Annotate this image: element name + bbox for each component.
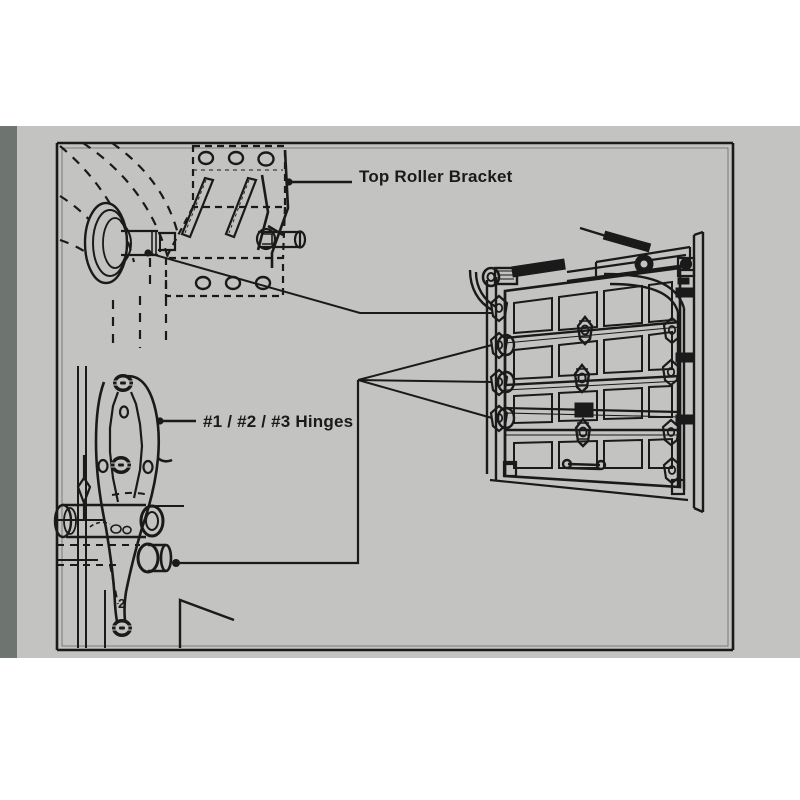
door-right-curved-track — [603, 272, 686, 490]
door-track-brackets — [675, 277, 695, 425]
bracket-body-edge — [256, 149, 290, 268]
bracket-to-door-leader — [144, 249, 492, 314]
hinge-hidden-outline — [57, 491, 153, 605]
garage-door-assembly — [468, 226, 705, 514]
label-top-roller-bracket: Top Roller Bracket — [359, 167, 513, 186]
bracket-top-flange-holes — [197, 150, 275, 167]
hinge-barrel-eyes — [139, 504, 184, 538]
door-right-jamb — [692, 230, 705, 514]
door-horizontal-track — [566, 245, 692, 283]
door-top-right-bracket — [676, 256, 696, 278]
bracket-bottom-flange-holes — [194, 275, 272, 291]
label-hinges: #1 / #2 / #3 Hinges — [203, 412, 354, 431]
door-upper-roller-stem — [579, 226, 652, 253]
hinge-plate-inner-contour — [108, 391, 144, 503]
door-track-roller — [634, 254, 654, 274]
door-floor-line — [489, 478, 689, 502]
instruction-page — [17, 126, 800, 658]
door-section-divider-shadows — [504, 326, 681, 436]
track-dashed-guides — [59, 142, 181, 348]
hinge-pointed-slot — [76, 455, 92, 520]
top-roller-bracket-detail — [59, 142, 352, 348]
hinge-to-door-leader — [172, 380, 360, 567]
hinge-plate-holes — [97, 405, 154, 475]
door-top-roller-stem — [511, 258, 566, 278]
door-bottom-handle — [561, 458, 607, 471]
hinge-detail: 2 — [53, 344, 493, 648]
hinge-roller-stub — [136, 542, 173, 574]
door-left-curved-track — [468, 269, 497, 312]
top-roller-bracket-leader — [285, 178, 352, 186]
door-bottom-bracket — [502, 460, 686, 496]
bottom-bracket-sketch — [178, 598, 235, 648]
door-panels-row-1 — [513, 280, 673, 335]
door-lock-handle — [504, 402, 681, 418]
hinge-label-leader — [156, 417, 196, 425]
diagram-frame — [55, 141, 735, 652]
hinge-number-stamp: 2 — [118, 596, 125, 611]
bracket-adjustment-slots — [180, 169, 283, 239]
hinge-fan-leaders — [357, 344, 493, 419]
hinge-roller-shaft — [53, 503, 146, 539]
hinge-jamb-lines — [57, 366, 106, 648]
photo-left-shadow-strip — [0, 126, 17, 658]
door-panels-row-2 — [513, 330, 673, 381]
roller-wheel — [83, 201, 133, 285]
door-left-rollers — [496, 333, 516, 430]
bracket-plate-outline — [164, 144, 287, 298]
bracket-roller-pin — [255, 224, 307, 251]
